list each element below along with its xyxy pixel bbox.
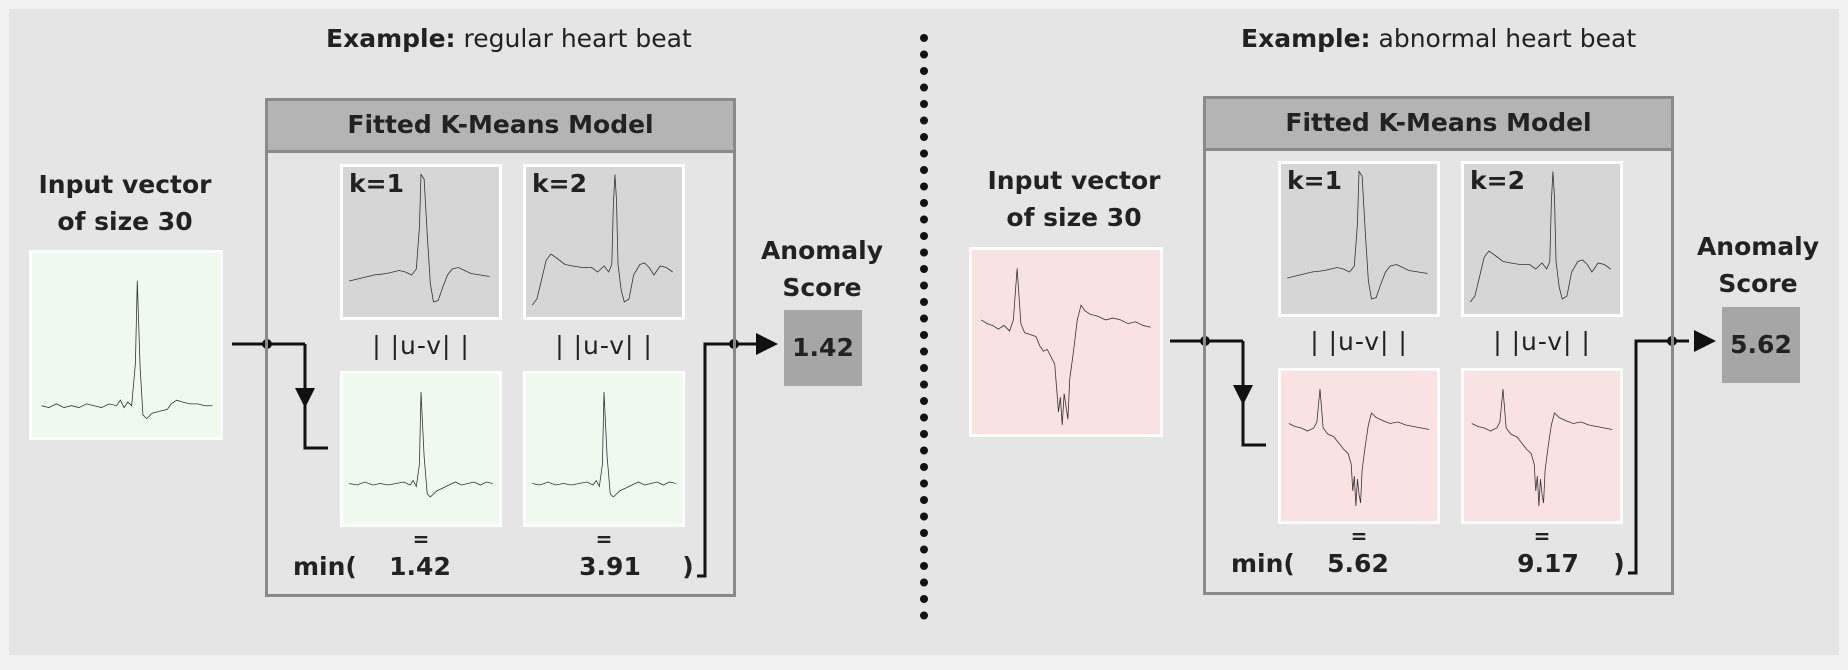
score-label-line-2: Score [1718,269,1798,298]
flow-arrows [1170,330,1716,575]
divider-dot [920,413,928,422]
divider-dot [920,446,928,455]
divider-dot [920,611,928,620]
anomaly-score: 5.62 [1722,307,1800,383]
equals-k1: = [412,527,430,551]
score-label-line-1: Anomaly [760,236,884,265]
divider-dot [920,166,928,174]
divider-dot [920,562,928,570]
k2-label: k=2 [532,169,587,198]
score-label: Anomaly Score [752,232,892,306]
k2-label: k=2 [1470,166,1525,195]
divider-dot [920,182,928,191]
divider-dot [920,149,928,158]
panel-regular: Example: regular heart beat Input vector… [20,24,892,597]
divider-dot [920,215,928,224]
divider-dot [920,496,928,504]
input-label-line-1: Input vector [987,166,1161,195]
divider-dot [920,232,928,240]
score-label: Anomaly Score [1688,228,1828,302]
input-signal [29,250,223,440]
divider-dot [920,34,928,42]
divider-dot [920,50,928,59]
norm-label-k1: | |u-v| | [372,331,470,360]
close-paren: ) [682,552,694,581]
divider-dot [920,578,928,587]
k1-label: k=1 [1287,166,1342,195]
kmeans-model: Fitted K-Means Model [265,98,736,597]
panel-title: Example: abnormal heart beat [1241,24,1636,53]
divider-dot [920,281,928,290]
distance-k2: 3.91 [579,552,641,581]
centroid-k2: k=2 [523,164,685,320]
divider-dot [920,397,928,405]
input-label: Input vector of size 30 [969,162,1179,236]
divider-dot [920,529,928,537]
distance-k1: 5.62 [1327,549,1389,578]
input-copy-k2 [523,371,685,527]
score-label-line-1: Anomaly [1696,232,1820,261]
title-bold: Example: [1241,24,1371,53]
anomaly-score: 1.42 [784,310,862,386]
divider-dot [920,463,928,471]
divider-dot [920,430,928,438]
norm-label-k2: | |u-v| | [555,331,653,360]
divider-dot [920,100,928,108]
model-title: Fitted K-Means Model [268,101,733,153]
divider-dot [920,248,928,257]
k1-label: k=1 [349,169,404,198]
title-rest: abnormal heart beat [1378,24,1637,53]
input-label: Input vector of size 30 [20,166,230,240]
input-signal [969,247,1163,437]
divider-dot [920,347,928,356]
close-paren: ) [1613,549,1625,578]
panel-divider [920,34,928,620]
model-title: Fitted K-Means Model [1206,99,1671,151]
divider-dot [920,595,928,603]
divider-dot [920,116,928,125]
title-bold: Example: [326,24,456,53]
score-label-line-2: Score [782,273,862,302]
divider-dot [920,133,928,141]
centroid-k2: k=2 [1461,161,1623,317]
distance-k1: 1.42 [389,552,451,581]
input-copy-k1 [340,371,502,527]
divider-dot [920,67,928,75]
divider-dot [920,83,928,92]
centroid-k1: k=1 [1278,161,1440,317]
divider-dot [920,380,928,389]
equals-k2: = [1533,524,1551,548]
centroid-k1: k=1 [340,164,502,320]
input-copy-k1 [1278,368,1440,524]
divider-dot [920,265,928,273]
divider-dot [920,331,928,339]
divider-dot [920,199,928,207]
panel-abnormal: Example: abnormal heart beat Input vecto… [924,0,1848,670]
panel-title: Example: regular heart beat [326,24,692,53]
min-label: min( [1231,549,1295,578]
equals-k1: = [1350,524,1368,548]
divider-dot [920,512,928,521]
equals-k2: = [595,527,613,551]
title-rest: regular heart beat [463,24,692,53]
input-copy-k2 [1461,368,1623,524]
divider-dot [920,545,928,554]
input-label-line-2: of size 30 [1006,203,1142,232]
divider-dot [920,479,928,488]
divider-dot [920,364,928,372]
norm-label-k1: | |u-v| | [1310,327,1408,356]
kmeans-model: Fitted K-Means Model [1203,96,1674,595]
divider-dot [920,298,928,306]
input-label-line-1: Input vector [38,170,212,199]
norm-label-k2: | |u-v| | [1493,327,1591,356]
distance-k2: 9.17 [1517,549,1579,578]
divider-dot [920,314,928,323]
min-label: min( [293,552,357,581]
input-label-line-2: of size 30 [57,207,193,236]
